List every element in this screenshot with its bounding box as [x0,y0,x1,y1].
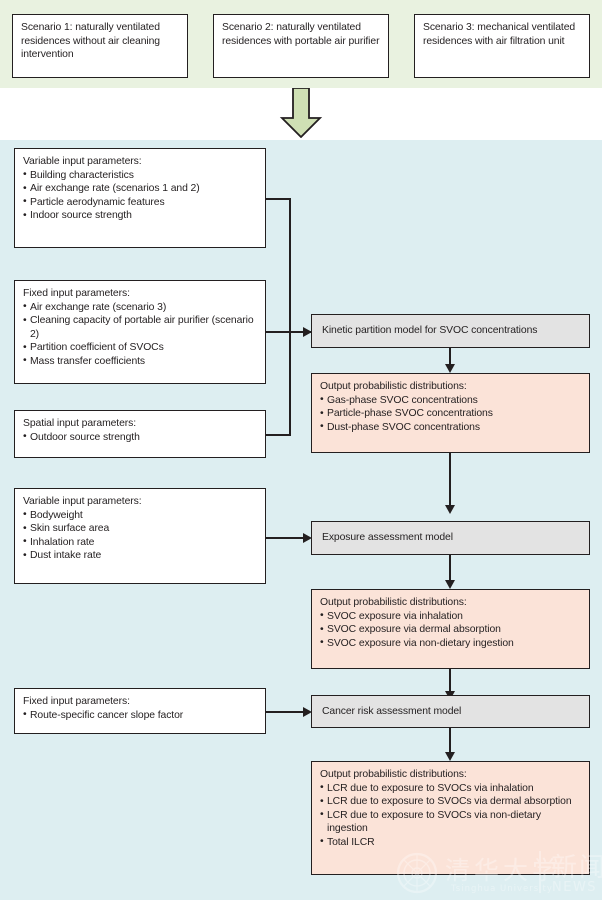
scenario-box-3: Scenario 3: mechanical ventilated reside… [414,14,590,78]
model-label: Exposure assessment model [322,532,453,544]
scenario-1-label: Scenario 1: naturally ventilated residen… [21,22,160,61]
input-box-title: Fixed input parameters: [23,696,130,707]
list-item: LCR due to exposure to SVOCs via non-die… [320,808,581,836]
input-box-title: Fixed input parameters: [23,288,130,299]
scenario-box-2: Scenario 2: naturally ventilated residen… [213,14,389,78]
connector-line [449,348,451,366]
arrowhead-icon [303,327,312,337]
connector-line [449,669,451,693]
list-item: Air exchange rate (scenario 3) [23,300,257,315]
list-item: SVOC exposure via dermal absorption [320,623,581,637]
list-item: LCR due to exposure to SVOCs via inhalat… [320,781,581,796]
scenario-3-label: Scenario 3: mechanical ventilated reside… [423,22,576,47]
input-box-spatial: Spatial input parameters: Outdoor source… [14,410,266,458]
output-box-cancer-risk: Output probabilistic distributions: LCR … [311,761,590,875]
output-box-concentrations: Output probabilistic distributions: Gas-… [311,373,590,453]
arrowhead-icon [445,505,455,514]
list-item: LCR due to exposure to SVOCs via dermal … [320,795,581,809]
input-item-list: Building characteristics Air exchange ra… [23,168,257,223]
arrowhead-icon [303,533,312,543]
list-item: Outdoor source strength [23,430,257,445]
list-item: Inhalation rate [23,535,257,550]
arrowhead-icon [445,752,455,761]
list-item: Dust-phase SVOC concentrations [320,420,581,435]
list-item: Bodyweight [23,508,257,523]
connector-line [266,537,306,539]
input-box-variable-body: Variable input parameters: Bodyweight Sk… [14,488,266,584]
list-item: Skin surface area [23,522,257,536]
arrowhead-icon [445,580,455,589]
connector-line [449,728,451,754]
list-item: Partition coefficient of SVOCs [23,341,257,355]
list-item: Mass transfer coefficients [23,354,257,369]
list-item: Dust intake rate [23,549,257,563]
input-box-title: Variable input parameters: [23,156,142,167]
connector-line [289,198,291,436]
output-box-title: Output probabilistic distributions: [320,597,467,608]
scenario-2-label: Scenario 2: naturally ventilated residen… [222,22,380,47]
scenario-box-1: Scenario 1: naturally ventilated residen… [12,14,188,78]
list-item: SVOC exposure via inhalation [320,609,581,624]
input-box-title: Variable input parameters: [23,496,142,507]
arrowhead-icon [445,364,455,373]
output-item-list: LCR due to exposure to SVOCs via inhalat… [320,781,581,850]
model-label: Cancer risk assessment model [322,705,462,717]
connector-line [449,453,451,507]
down-block-arrow-icon [279,87,323,139]
output-box-title: Output probabilistic distributions: [320,769,467,780]
connector-line [266,434,290,436]
input-box-fixed-slope: Fixed input parameters: Route-specific c… [14,688,266,734]
output-item-list: SVOC exposure via inhalation SVOC exposu… [320,609,581,651]
output-box-title: Output probabilistic distributions: [320,381,467,392]
arrowhead-icon [303,707,312,717]
input-box-fixed-air: Fixed input parameters: Air exchange rat… [14,280,266,384]
input-item-list: Outdoor source strength [23,430,257,445]
input-item-list: Air exchange rate (scenario 3) Cleaning … [23,300,257,369]
list-item: Building characteristics [23,168,257,183]
list-item: Particle aerodynamic features [23,195,257,210]
list-item: Air exchange rate (scenarios 1 and 2) [23,182,257,196]
list-item: Particle-phase SVOC concentrations [320,407,581,421]
connector-line [266,711,306,713]
model-box-kinetic-partition: Kinetic partition model for SVOC concent… [311,314,590,348]
list-item: Indoor source strength [23,209,257,223]
input-box-variable-building: Variable input parameters: Building char… [14,148,266,248]
connector-line [266,198,290,200]
model-label: Kinetic partition model for SVOC concent… [322,325,538,337]
output-item-list: Gas-phase SVOC concentrations Particle-p… [320,393,581,435]
list-item: Gas-phase SVOC concentrations [320,393,581,408]
output-box-exposure: Output probabilistic distributions: SVOC… [311,589,590,669]
input-item-list: Route-specific cancer slope factor [23,708,257,723]
connector-line [449,555,451,582]
list-item: Route-specific cancer slope factor [23,708,257,723]
input-item-list: Bodyweight Skin surface area Inhalation … [23,508,257,563]
model-box-cancer-risk: Cancer risk assessment model [311,695,590,728]
model-box-exposure-assessment: Exposure assessment model [311,521,590,555]
list-item: Total ILCR [320,835,581,850]
list-item: Cleaning capacity of portable air purifi… [23,314,257,341]
input-box-title: Spatial input parameters: [23,418,137,429]
list-item: SVOC exposure via non-dietary ingestion [320,636,581,651]
